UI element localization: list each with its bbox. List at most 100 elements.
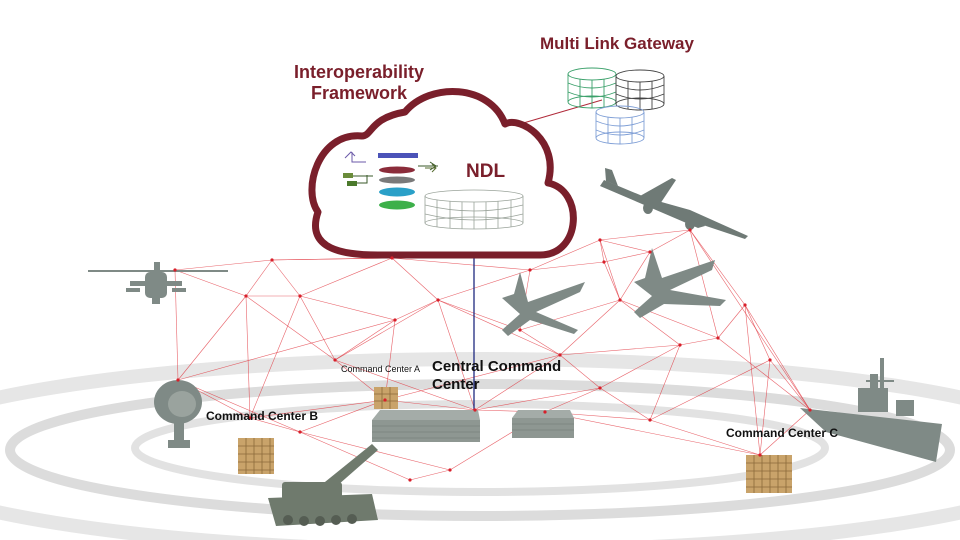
link-line: [391, 257, 531, 271]
network-node: [270, 258, 274, 262]
interoperability-cloud: [308, 88, 577, 259]
ndl-label: NDL: [466, 161, 506, 182]
link-line: [559, 354, 601, 389]
network-node: [648, 250, 652, 254]
network-node: [758, 453, 762, 457]
network-node: [618, 298, 622, 302]
link-line: [689, 229, 746, 306]
server-block: [512, 410, 574, 438]
command-center-c-label: Command Center C: [726, 426, 839, 440]
network-node: [473, 408, 477, 412]
link-line: [334, 299, 439, 361]
network-node: [528, 268, 532, 272]
link-line: [249, 295, 301, 419]
link-line: [437, 269, 531, 301]
link-line: [249, 399, 386, 419]
aircraft-icon: [600, 168, 748, 239]
network-node: [518, 328, 522, 332]
network-node: [678, 343, 682, 347]
link-line: [384, 319, 396, 401]
link-line: [177, 379, 301, 433]
link-line: [384, 354, 561, 401]
network-node: [173, 268, 177, 272]
link-line: [177, 319, 396, 381]
fighter-jet-icon: [502, 272, 585, 336]
link-line: [394, 299, 439, 321]
link-line: [474, 387, 601, 411]
link-line: [299, 431, 411, 481]
link-line: [391, 257, 439, 301]
network-node: [598, 238, 602, 242]
link-line: [334, 359, 476, 411]
warship-icon: [800, 358, 942, 462]
link-line: [271, 259, 301, 297]
link-line: [759, 359, 771, 456]
ndl-components: [343, 151, 438, 210]
link-line: [649, 344, 681, 421]
network-node: [543, 410, 547, 414]
link-line: [599, 387, 651, 421]
command-center-a-building: [374, 387, 398, 409]
network-node: [393, 318, 397, 322]
link-line: [174, 259, 273, 271]
link-line: [559, 344, 681, 356]
network-node: [808, 408, 812, 412]
fighter-jet-icon-2: [634, 248, 726, 318]
link-line: [299, 295, 336, 361]
network-node: [436, 298, 440, 302]
link-line: [437, 299, 521, 331]
link-line: [744, 304, 761, 456]
link-line: [529, 261, 605, 271]
link-line: [599, 239, 621, 301]
link-line: [599, 344, 681, 389]
link-line: [599, 229, 691, 241]
tank-icon: [268, 444, 378, 526]
link-line: [177, 295, 247, 381]
link-line: [599, 239, 605, 263]
link-line: [334, 319, 396, 361]
link-line: [384, 399, 476, 411]
network-node: [408, 478, 412, 482]
ndl-cylinder-icon: [424, 189, 524, 230]
central-command-center-building: [372, 410, 480, 442]
link-line: [437, 299, 561, 356]
link-line: [744, 304, 811, 411]
link-line: [679, 337, 719, 346]
network-node: [176, 378, 180, 382]
network-node: [688, 228, 692, 232]
link-line: [299, 295, 396, 321]
network-node: [648, 418, 652, 422]
link-line: [603, 261, 621, 301]
network-node: [768, 358, 772, 362]
link-line: [529, 239, 601, 271]
link-line: [744, 304, 771, 361]
link-line: [689, 229, 719, 339]
gateway-link: [519, 99, 603, 125]
link-line: [619, 251, 651, 301]
network-node: [383, 398, 387, 402]
link-line: [717, 304, 746, 339]
link-line: [544, 411, 761, 456]
helicopter-icon: [88, 262, 228, 304]
link-line: [619, 299, 719, 339]
network-node: [298, 294, 302, 298]
network-node: [333, 358, 337, 362]
command-center-c-building: [746, 455, 792, 493]
interoperability-framework-label: Interoperability Framework: [293, 62, 425, 103]
network-node: [743, 303, 747, 307]
link-line: [519, 299, 621, 331]
link-line: [174, 269, 247, 297]
link-line: [174, 269, 179, 381]
link-line: [769, 359, 811, 411]
link-line: [245, 295, 251, 419]
link-line: [649, 419, 761, 456]
network-node: [602, 260, 606, 264]
network-node: [390, 256, 394, 260]
link-line: [299, 257, 393, 297]
link-line: [717, 337, 811, 411]
multi-link-gateway-label: Multi Link Gateway: [540, 34, 694, 53]
link-line: [649, 229, 691, 253]
link-line: [299, 399, 386, 433]
link-line: [437, 299, 476, 411]
